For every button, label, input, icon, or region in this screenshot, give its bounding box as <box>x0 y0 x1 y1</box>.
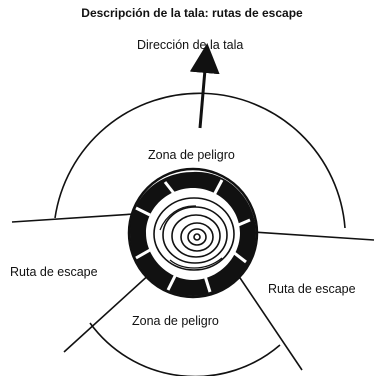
label-escape-route-right: Ruta de escape <box>268 282 356 296</box>
escape-wedge-line-left <box>63 271 153 353</box>
boundary-line-left <box>11 213 135 223</box>
label-danger-zone-top: Zona de peligro <box>148 148 235 162</box>
label-felling-direction: Dirección de la tala <box>137 38 244 52</box>
label-danger-zone-bottom: Zona de peligro <box>132 314 219 328</box>
boundary-line-right <box>252 231 375 241</box>
tree-stump-icon <box>127 167 259 299</box>
danger-zone-upper-arc <box>54 92 346 229</box>
escape-wedge-line-right <box>235 271 303 371</box>
label-escape-route-left: Ruta de escape <box>10 265 98 279</box>
danger-zone-lower-arc <box>89 322 281 376</box>
diagram-title: Descripción de la tala: rutas de escape <box>81 6 303 20</box>
